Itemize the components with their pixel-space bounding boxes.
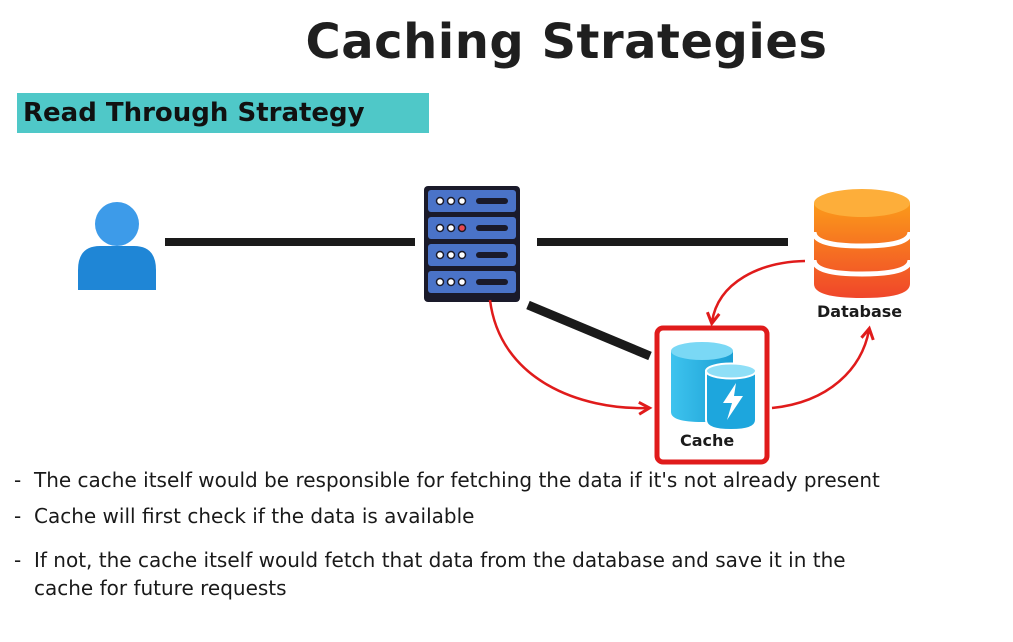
server-to-cache-arrow — [488, 299, 653, 416]
subtitle-banner: Read Through Strategy — [17, 93, 429, 133]
database-to-cache-arrow — [706, 259, 806, 327]
database-label: Database — [817, 302, 903, 321]
cache-icon — [671, 342, 757, 432]
cache-label: Cache — [680, 431, 735, 450]
subtitle: Read Through Strategy — [23, 98, 365, 128]
bullet-item: If not, the cache itself would fetch tha… — [14, 546, 894, 602]
server-icon — [424, 186, 520, 302]
database-icon — [811, 189, 913, 298]
bullet-item: The cache itself would be responsible fo… — [14, 466, 894, 494]
bullet-list: The cache itself would be responsible fo… — [14, 466, 894, 602]
bullet-item: Cache will first check if the data is av… — [14, 502, 894, 530]
user-icon — [78, 202, 156, 290]
server-cache-line — [526, 300, 652, 361]
cache-to-database-arrow — [771, 325, 875, 410]
page-title: Caching Strategies — [305, 14, 828, 70]
